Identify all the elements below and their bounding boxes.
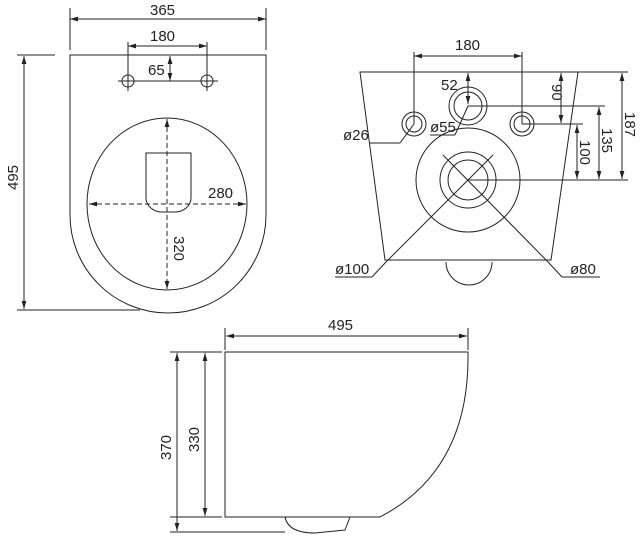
side-view: 495 330 370 — [158, 317, 469, 534]
dim-inlet-offset: 52 — [441, 77, 458, 94]
dim-rear-hole-spacing: 180 — [455, 37, 480, 54]
dim-height-187: 187 — [621, 112, 638, 137]
outlet-bump — [445, 261, 493, 286]
dim-height-100: 100 — [576, 140, 593, 165]
dim-height-135: 135 — [598, 128, 615, 153]
dim-width: 365 — [150, 2, 175, 19]
top-view: 365 180 65 495 280 320 — [5, 2, 267, 314]
dim-dia-80: ø80 — [570, 261, 596, 278]
dim-height-90: 90 — [548, 84, 565, 101]
rear-view-outline — [359, 71, 579, 261]
dim-hole-spacing: 180 — [150, 28, 175, 45]
dim-dia-100: ø100 — [335, 261, 369, 278]
dim-length: 495 — [5, 165, 22, 190]
side-view-outline — [224, 351, 469, 518]
top-view-outline — [69, 54, 267, 314]
dim-dia-26: ø26 — [343, 127, 369, 144]
rear-view: ø100 ø80 180 52 ø26 ø55 90 100 135 187 — [335, 37, 638, 286]
dim-hole-offset: 65 — [148, 62, 165, 79]
dim-height-330: 330 — [186, 427, 203, 452]
dim-side-length: 495 — [328, 317, 353, 334]
dim-dia-55: ø55 — [430, 119, 456, 136]
bowl-outline — [86, 117, 248, 291]
dim-height-370: 370 — [158, 435, 175, 460]
outlet-bump-side — [284, 516, 351, 534]
dim-bowl-length: 320 — [170, 236, 187, 261]
bowl-outlet — [145, 152, 192, 213]
dim-bowl-width: 280 — [208, 185, 233, 202]
